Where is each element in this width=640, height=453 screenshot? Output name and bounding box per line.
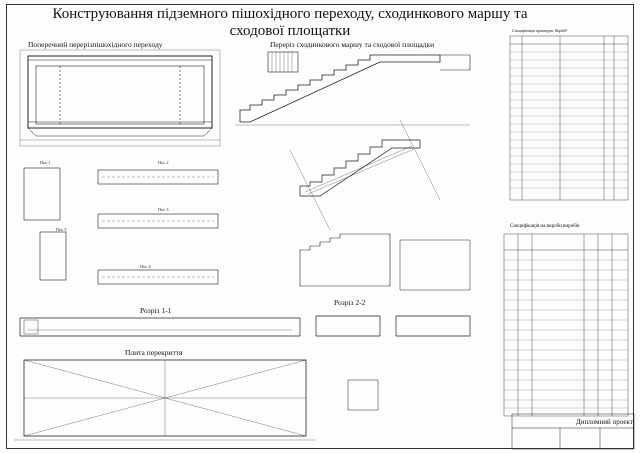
pos-5-label: Поз. 5 [56, 227, 67, 232]
sheet-title: Конструювання підземного пішохідного пер… [52, 6, 528, 39]
stair-section-caption: Переріз сходинкового маршу та сходової п… [270, 40, 435, 49]
pos-2-label: Поз. 2 [158, 160, 169, 165]
stamp-project: Дипломний проект [576, 418, 633, 426]
stair-plan-detail [267, 51, 299, 73]
spec-reinforcement-table [509, 35, 629, 201]
underpass-cross-section [19, 49, 221, 147]
pos-5-drawing [39, 231, 67, 281]
pos-4-drawing [97, 269, 219, 285]
cut-2-drawing [315, 315, 381, 337]
spec-products-title: Специфікація на вироби виробів [510, 224, 580, 229]
table-rows [504, 51, 628, 409]
pos-1-drawing [23, 167, 61, 221]
title-block [511, 413, 635, 450]
pos-1-label: Поз. 1 [40, 160, 51, 165]
stair-flight-section [239, 54, 441, 123]
pos-3-label: Поз. 3 [158, 207, 169, 212]
cut-1-caption: Розріз 1-1 [140, 306, 172, 315]
cut-2-caption: Розріз 2-2 [334, 298, 366, 307]
sheet-frame [6, 4, 634, 449]
pos-4-label: Поз. 4 [140, 264, 151, 269]
slab-caption: Плита перекриття [125, 348, 183, 357]
stair-flight-reinforcement [299, 139, 421, 197]
spec-reinforcement-title: Специфікація арматури. Виріб8 [512, 28, 567, 33]
cross-section-caption: Поперечний перерізпішохідного переходу [28, 40, 163, 49]
pos-3-drawing [97, 213, 219, 229]
spec-products-table [503, 233, 629, 417]
cut-1-drawing [19, 317, 301, 337]
pos-2-drawing [97, 169, 219, 185]
